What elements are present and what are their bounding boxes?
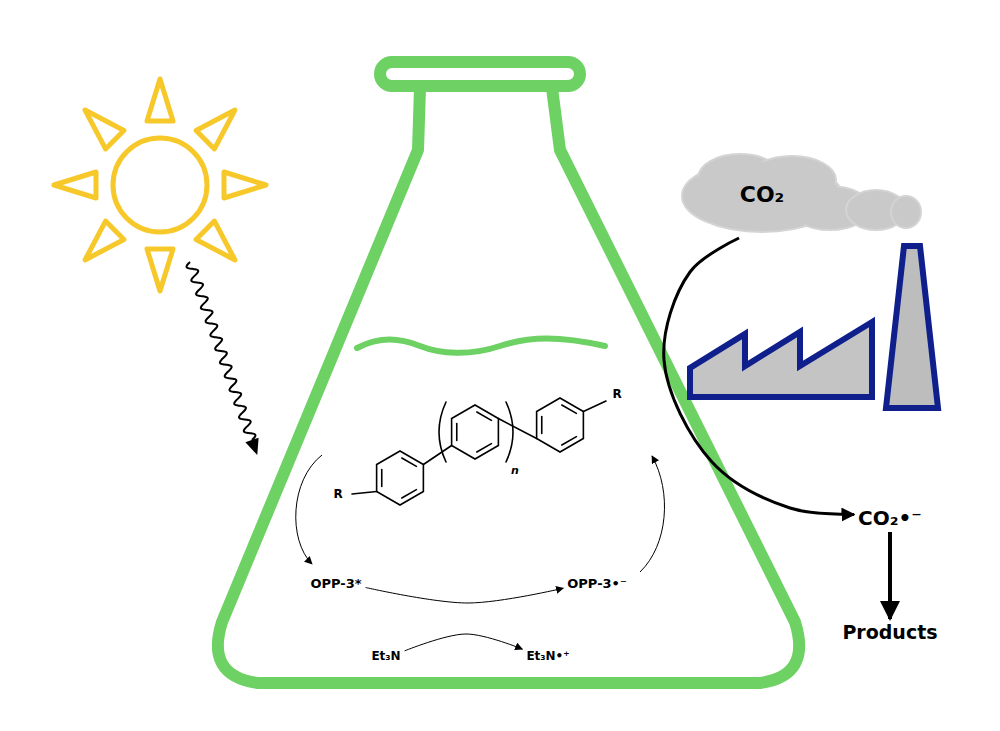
species-label: OPP-3•⁻ xyxy=(563,574,631,593)
double-bond xyxy=(477,412,492,420)
sun-ray xyxy=(147,79,173,121)
light-wave-arrowhead xyxy=(245,438,258,455)
reaction-arrow xyxy=(366,587,564,603)
substituent-label: R xyxy=(612,387,621,401)
species-label: Et₃N•⁺ xyxy=(522,647,573,665)
species-label: OPP-3* xyxy=(306,574,365,593)
species-text: Products xyxy=(842,621,937,643)
species-label: Et₃N xyxy=(367,647,404,665)
benzene-ring xyxy=(537,398,584,452)
single-bond xyxy=(423,446,451,465)
species-text: Et₃N•⁺ xyxy=(526,649,569,663)
substituent-label: R xyxy=(333,487,342,501)
single-bond xyxy=(498,419,536,439)
double-bond xyxy=(562,405,577,413)
reaction-arrow xyxy=(405,634,523,651)
sun-ray xyxy=(85,110,124,149)
species-text: CO₂•⁻ xyxy=(858,506,922,530)
double-bond xyxy=(456,424,458,441)
double-bond xyxy=(402,458,417,466)
species-label: CO₂•⁻ xyxy=(854,504,926,532)
sun-ray xyxy=(85,221,124,260)
sun-ray xyxy=(196,221,235,260)
sun-ray xyxy=(196,110,235,149)
double-bond xyxy=(381,470,383,487)
species-text: OPP-3* xyxy=(310,576,361,591)
sun-icon xyxy=(54,79,266,291)
oligophenylene-structure xyxy=(352,398,606,505)
benzene-ring xyxy=(452,405,499,459)
cloud-label: CO₂ xyxy=(740,182,784,207)
double-bond xyxy=(562,437,577,445)
species-text: Et₃N xyxy=(371,649,400,663)
species-text: OPP-3•⁻ xyxy=(567,576,627,591)
light-wave-arrow xyxy=(187,262,256,440)
reaction-arrow xyxy=(664,238,854,514)
benzene-ring xyxy=(377,451,424,505)
cloud-shape xyxy=(680,150,925,238)
single-bond xyxy=(352,492,377,495)
factory-icon xyxy=(690,246,938,408)
double-bond xyxy=(402,490,417,498)
reaction-arrow xyxy=(888,532,892,619)
species-label: Products xyxy=(838,619,941,645)
repeat-index: n xyxy=(511,464,519,477)
single-bond xyxy=(583,401,606,412)
double-bond xyxy=(541,417,543,434)
cycle-arrows xyxy=(296,455,665,572)
sun-ray xyxy=(147,249,173,291)
sun-ray xyxy=(54,172,96,198)
sun-ray xyxy=(224,172,266,198)
co2-cloud: CO₂ xyxy=(680,150,925,238)
double-bond xyxy=(477,444,492,452)
